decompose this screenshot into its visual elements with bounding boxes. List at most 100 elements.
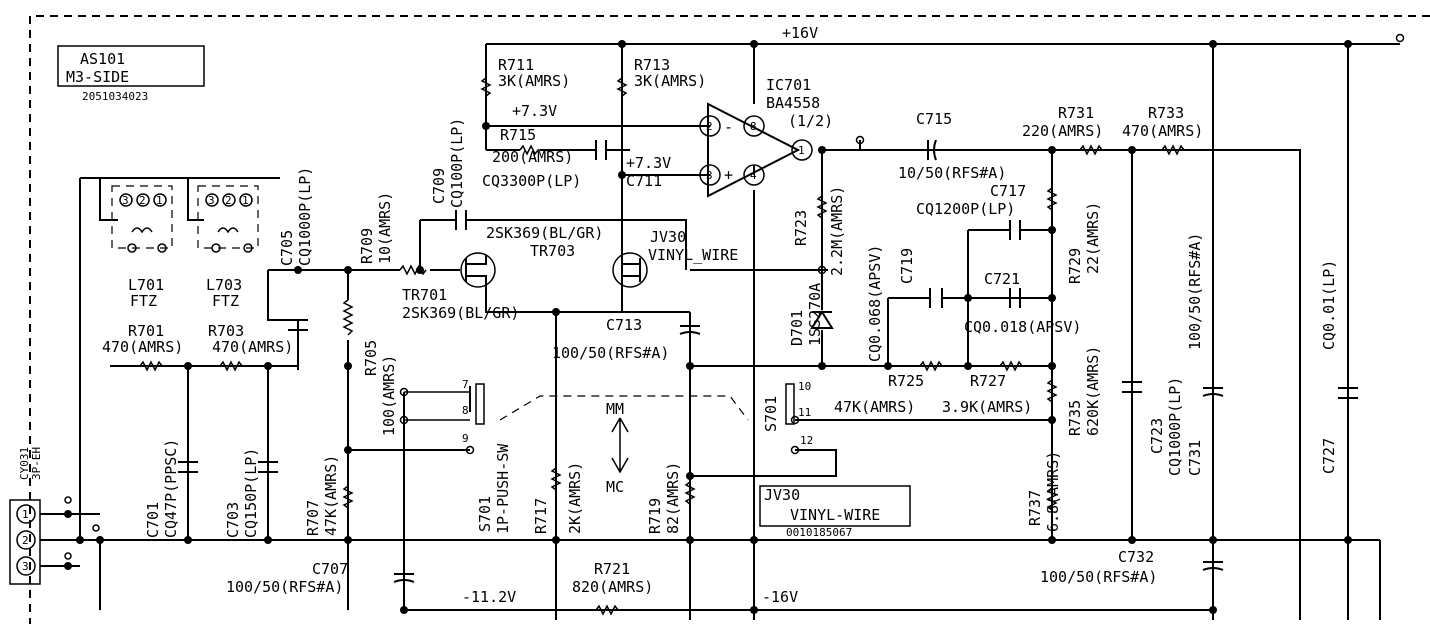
jv30-box-val: VINYL-WIRE <box>790 506 880 524</box>
c711-value: CQ3300P(LP) <box>482 172 581 190</box>
resistor-r723 <box>816 195 828 219</box>
resistor-r727 <box>999 360 1023 372</box>
rail-pos16-label: +16V <box>782 24 818 42</box>
resistor-r729 <box>1046 187 1058 211</box>
c723-value: CQ1000P(LP) <box>1166 377 1184 476</box>
capacitor-c721 <box>1009 288 1021 308</box>
r701-value: 470(AMRS) <box>102 338 183 356</box>
c701-ref: C701 <box>144 502 162 538</box>
rail-pos7a-label: +7.3V <box>512 102 557 120</box>
resistor-r719 <box>684 481 696 505</box>
resistor-r703 <box>219 360 243 372</box>
c717-ref: C717 <box>990 182 1026 200</box>
coil-pin-label: 3 <box>122 194 129 207</box>
r703-ref: R703 <box>208 322 244 340</box>
ic701-sign-minus: - <box>724 118 733 136</box>
r701-ref: R701 <box>128 322 164 340</box>
r733-ref: R733 <box>1148 104 1184 122</box>
r733-value: 470(AMRS) <box>1122 122 1203 140</box>
coil-l703 <box>197 185 259 253</box>
capacitor-c727 <box>1338 387 1358 399</box>
resistor-r737 <box>1046 487 1058 511</box>
connector-pin-label: 3 <box>22 560 29 573</box>
capacitor-c715-plate <box>933 139 937 161</box>
resistor-r715 <box>519 144 540 156</box>
switch-pin-label: 12 <box>800 434 813 447</box>
transistor-tr701 <box>460 252 496 288</box>
rail-neg11-label: -11.2V <box>462 588 516 606</box>
board-outline <box>29 15 1430 624</box>
board-side: M3-SIDE <box>66 68 129 86</box>
switch-pin-label: 7 <box>462 378 469 391</box>
capacitor-c719 <box>929 288 943 308</box>
r711-ref: R711 <box>498 56 534 74</box>
r715-ref: R715 <box>500 126 536 144</box>
r703-value: 470(AMRS) <box>212 338 293 356</box>
rail-pos7b-label: +7.3V <box>626 154 671 172</box>
resistor-r721 <box>595 604 619 616</box>
c707-ref: C707 <box>312 560 348 578</box>
board-id: AS101 <box>80 50 125 68</box>
c727-value: CQ0.01(LP) <box>1320 260 1338 350</box>
connector-name: CY031 <box>18 447 31 480</box>
r735-ref: R735 <box>1066 400 1084 436</box>
horizontal-labels: +16V +7.3V +7.3V -11.2V -16V R711 3K(AMR… <box>102 24 1203 606</box>
resistor-r711 <box>480 77 492 97</box>
coil-pin-circles: 3 2 1 3 2 1 <box>119 193 253 207</box>
ic701-ref: IC701 <box>766 76 811 94</box>
c721-ref: C721 <box>984 270 1020 288</box>
resistor-r717 <box>550 467 562 491</box>
d701-part: 1SS270A <box>806 283 824 346</box>
tr703-ref: TR703 <box>530 242 575 260</box>
c715-value: 10/50(RFS#A) <box>898 164 1006 182</box>
r709-ref: R709 <box>358 228 376 264</box>
tr703-part: 2SK369(BL/GR) <box>486 224 603 242</box>
capacitor-c731 <box>1202 387 1224 397</box>
vertical-labels: C709 CQ100P(LP) C705 CQ1000P(LP) R709 10… <box>144 118 1338 538</box>
c709-value: CQ100P(LP) <box>448 118 466 208</box>
resistor-r735 <box>1046 379 1058 403</box>
resistor-r733 <box>1161 144 1185 156</box>
connector-pin-label: 1 <box>22 508 29 521</box>
l703-ref: L703 <box>206 276 242 294</box>
resistor-r725 <box>919 360 943 372</box>
coil-pin-label: 2 <box>225 194 232 207</box>
jv30-box-part: 0010185067 <box>786 526 852 539</box>
r707-value: 47K(AMRS) <box>322 455 340 536</box>
capacitor-c713 <box>679 325 701 335</box>
r731-ref: R731 <box>1058 104 1094 122</box>
switch-mc-label: MC <box>606 478 624 496</box>
rail-neg16-label: -16V <box>762 588 798 606</box>
r715-value: 200(AMRS) <box>492 148 573 166</box>
board-part-number: 2051034023 <box>82 90 148 103</box>
ic701-part: BA4558 <box>766 94 820 112</box>
c705-ref: C705 <box>278 230 296 266</box>
connector-type: 3P-EH <box>30 447 43 480</box>
c701-value: CQ47P(PPSC) <box>162 439 180 538</box>
ic701-pin-out: 1 <box>798 144 805 157</box>
c705-value: CQ1000P(LP) <box>296 167 314 266</box>
r723-ref: R723 <box>792 210 810 246</box>
capacitor-c709 <box>455 210 467 230</box>
r721-value: 820(AMRS) <box>572 578 653 596</box>
resistors <box>139 77 1185 616</box>
c727-ref: C727 <box>1320 438 1338 474</box>
c731-ref: C731 <box>1186 440 1204 476</box>
r737-value: 6.8(AMRS) <box>1044 451 1062 532</box>
connector-pin-label: 2 <box>22 534 29 547</box>
c711-ref: C711 <box>626 172 662 190</box>
resistor-r701 <box>139 360 163 372</box>
coil-pin-label: 1 <box>242 194 249 207</box>
c703-ref: C703 <box>224 502 242 538</box>
r731-value: 220(AMRS) <box>1022 122 1103 140</box>
r705-value: 100(AMRS) <box>380 355 398 436</box>
r729-value: 22(AMRS) <box>1084 202 1102 274</box>
r707-ref: R707 <box>304 500 322 536</box>
switch-mm-label: MM <box>606 400 624 418</box>
r717-value: 2K(AMRS) <box>566 462 584 534</box>
c723-ref: C723 <box>1148 418 1166 454</box>
resistor-r705 <box>342 299 354 336</box>
coil-pin-label: 3 <box>208 194 215 207</box>
l701-value: FTZ <box>130 292 157 310</box>
s701-ref-a: S701 <box>476 496 494 532</box>
